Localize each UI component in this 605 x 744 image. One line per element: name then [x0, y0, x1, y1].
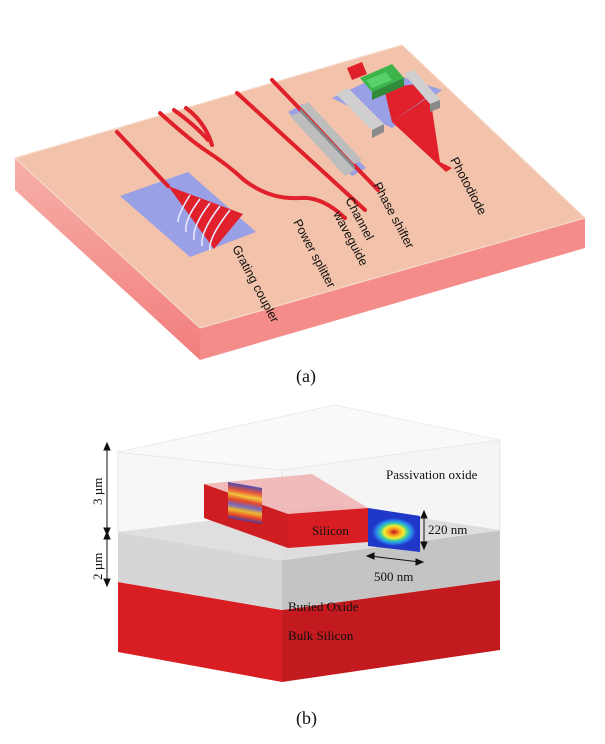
buried-oxide-front	[118, 532, 282, 610]
chip-top-surface	[15, 45, 585, 328]
chip-right-edge	[200, 218, 585, 360]
bulk-silicon-front	[118, 582, 282, 682]
panel-b-crosssection	[117, 404, 501, 682]
label-bulk-silicon: Bulk Silicon	[288, 628, 354, 643]
label-silicon: Silicon	[312, 523, 349, 538]
panel-a-chip	[13, 44, 587, 360]
silicon-core-stripes	[228, 482, 262, 524]
chip-front-edge	[15, 158, 200, 360]
label-buried-oxide: Buried Oxide	[288, 599, 359, 614]
channel-waveguide	[235, 91, 367, 212]
silicon-core-top	[204, 474, 368, 514]
bulk-silicon-side	[282, 580, 500, 682]
silicon-core-front	[288, 508, 368, 548]
dim-220nm: 220 nm	[428, 522, 467, 537]
dimension-markers	[103, 441, 428, 588]
grating-coupler	[115, 130, 256, 257]
caption-b: (b)	[296, 708, 317, 729]
caption-a: (a)	[296, 366, 316, 387]
dim-500nm: 500 nm	[374, 569, 413, 584]
dim-2um: 2 µm	[90, 553, 105, 580]
dim-3um: 3 µm	[90, 478, 105, 505]
passivation-top	[117, 404, 501, 471]
mode-profile	[372, 518, 416, 546]
buried-oxide-side	[282, 530, 500, 610]
phase-shifter	[270, 78, 380, 192]
photodiode	[332, 62, 452, 172]
power-splitter	[158, 106, 347, 220]
label-passivation-oxide: Passivation oxide	[386, 467, 478, 482]
